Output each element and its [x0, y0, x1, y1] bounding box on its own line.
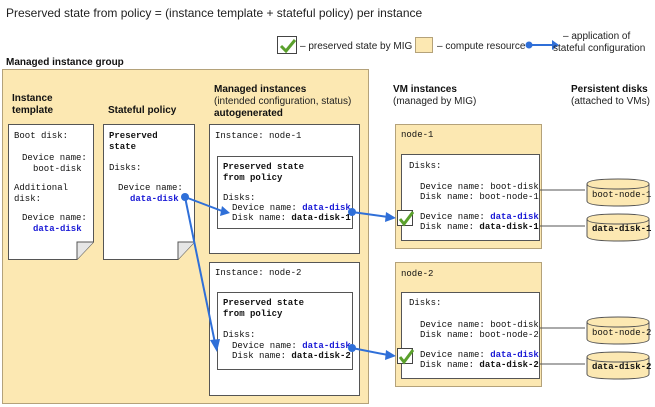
- preserved-state-title-2: from policy: [223, 309, 283, 319]
- policy-disks: Disks:: [109, 163, 142, 173]
- preserved-disks: Disks:: [223, 193, 256, 203]
- vm-disks-box: [401, 292, 540, 379]
- device-name-label: Device name:: [232, 203, 303, 213]
- disk-label: data-disk-1: [592, 224, 652, 234]
- legend-preserved-check: [277, 36, 297, 54]
- vm-instances-sub: (managed by MIG): [393, 96, 477, 107]
- template-additional-1: Additional: [14, 183, 69, 193]
- template-device-name-label-2: Device name:: [22, 213, 87, 223]
- disk-name-value: data-disk-1: [291, 213, 351, 223]
- vm-instance-title: node-1: [401, 130, 434, 140]
- check-icon: [398, 211, 415, 227]
- template-heading-1: Instance: [12, 93, 53, 104]
- vm-boot-disk: Disk name: boot-node-1: [420, 192, 539, 202]
- vm-disks-label: Disks:: [409, 298, 442, 308]
- legend-application-label-1: – application of: [563, 31, 631, 42]
- device-name-label: Device name:: [232, 341, 303, 351]
- preserved-device-name: Device name: data-disk: [232, 341, 351, 352]
- disk-name-label: Disk name:: [232, 213, 292, 223]
- vm-disks-label: Disks:: [409, 161, 442, 171]
- preserved-disks: Disks:: [223, 330, 256, 340]
- check-icon: [398, 349, 415, 365]
- preserved-state-box: [217, 292, 353, 370]
- persistent-disk-boot-node-2: [586, 316, 650, 345]
- policy-heading: Stateful policy: [108, 105, 177, 116]
- vm-boot-device: Device name: boot-disk: [420, 320, 539, 330]
- persistent-disk-data-disk-2: [586, 351, 650, 380]
- instance-template-card: [8, 124, 94, 260]
- disk-name-label: Disk name:: [420, 360, 480, 370]
- managed-instances-auto: autogenerated: [214, 108, 283, 119]
- managed-instance-title: Instance: node-1: [215, 131, 302, 141]
- device-name-label: Device name:: [420, 212, 491, 222]
- legend-application-label-2: stateful configuration: [553, 43, 646, 54]
- disk-name-label: Disk name:: [232, 351, 292, 361]
- disk-name-value: data-disk-2: [291, 351, 351, 361]
- preserved-state-title-2: from policy: [223, 173, 283, 183]
- disk-label: boot-node-2: [592, 328, 652, 338]
- legend-compute-swatch: [415, 37, 433, 53]
- managed-instances-sub: (intended configuration, status): [214, 96, 352, 107]
- policy-preserved-1: Preserved: [109, 131, 158, 141]
- preserved-check: [397, 348, 415, 365]
- vm-data-device: Device name: data-disk: [420, 350, 539, 361]
- preserved-state-box: [217, 156, 353, 229]
- disk-name-value: data-disk-1: [479, 222, 539, 232]
- preserved-device-name: Device name: data-disk: [232, 203, 351, 214]
- device-name-value: data-disk: [490, 350, 539, 360]
- preserved-disk-name: Disk name: data-disk-2: [232, 351, 351, 362]
- vm-boot-disk: Disk name: boot-node-2: [420, 330, 539, 340]
- policy-device-name-label: Device name:: [118, 183, 183, 193]
- persistent-disk-data-disk-1: [586, 213, 650, 242]
- diagram-title: Preserved state from policy = (instance …: [6, 6, 423, 20]
- managed-instance-title: Instance: node-2: [215, 268, 302, 278]
- preserved-state-title-1: Preserved state: [223, 162, 305, 172]
- device-name-value: data-disk: [302, 203, 351, 213]
- check-icon: [279, 39, 297, 54]
- vm-disks-box: [401, 154, 540, 241]
- disk-name-label: Disk name:: [420, 222, 480, 232]
- policy-preserved-2: state: [109, 142, 137, 152]
- disk-label: boot-node-1: [592, 190, 652, 200]
- template-heading-2: template: [12, 105, 54, 116]
- managed-instances-heading: Managed instances: [214, 84, 307, 95]
- vm-instance-title: node-2: [401, 269, 434, 279]
- template-boot-disk: Boot disk:: [14, 131, 69, 141]
- preserved-state-title-1: Preserved state: [223, 298, 305, 308]
- device-name-value: data-disk: [490, 212, 539, 222]
- vm-data-device: Device name: data-disk: [420, 212, 539, 223]
- device-name-value: data-disk: [302, 341, 351, 351]
- legend-compute-label: – compute resource: [437, 41, 526, 52]
- preserved-disk-name: Disk name: data-disk-1: [232, 213, 351, 224]
- disk-connectors: [540, 189, 585, 365]
- preserved-check: [397, 210, 415, 227]
- disk-label: data-disk-2: [592, 362, 652, 372]
- vm-data-disk: Disk name: data-disk-2: [420, 360, 539, 371]
- template-additional-2: disk:: [14, 194, 42, 204]
- persistent-disk-boot-node-1: [586, 178, 650, 207]
- legend-arrow-icon: [525, 40, 559, 50]
- legend-preserved-label: – preserved state by MIG: [300, 41, 413, 52]
- disk-name-value: data-disk-2: [479, 360, 539, 370]
- device-name-label: Device name:: [420, 350, 491, 360]
- template-device-name-value: boot-disk: [33, 164, 82, 174]
- persistent-disks-sub: (attached to VMs): [571, 96, 650, 107]
- template-device-name-label: Device name:: [22, 153, 87, 163]
- mig-heading: Managed instance group: [6, 57, 124, 68]
- template-device-name-value-2: data-disk: [33, 224, 82, 234]
- vm-data-disk: Disk name: data-disk-1: [420, 222, 539, 233]
- policy-device-name-value: data-disk: [130, 194, 179, 204]
- persistent-disks-heading: Persistent disks: [571, 84, 648, 95]
- vm-boot-device: Device name: boot-disk: [420, 182, 539, 192]
- vm-instances-heading: VM instances: [393, 84, 457, 95]
